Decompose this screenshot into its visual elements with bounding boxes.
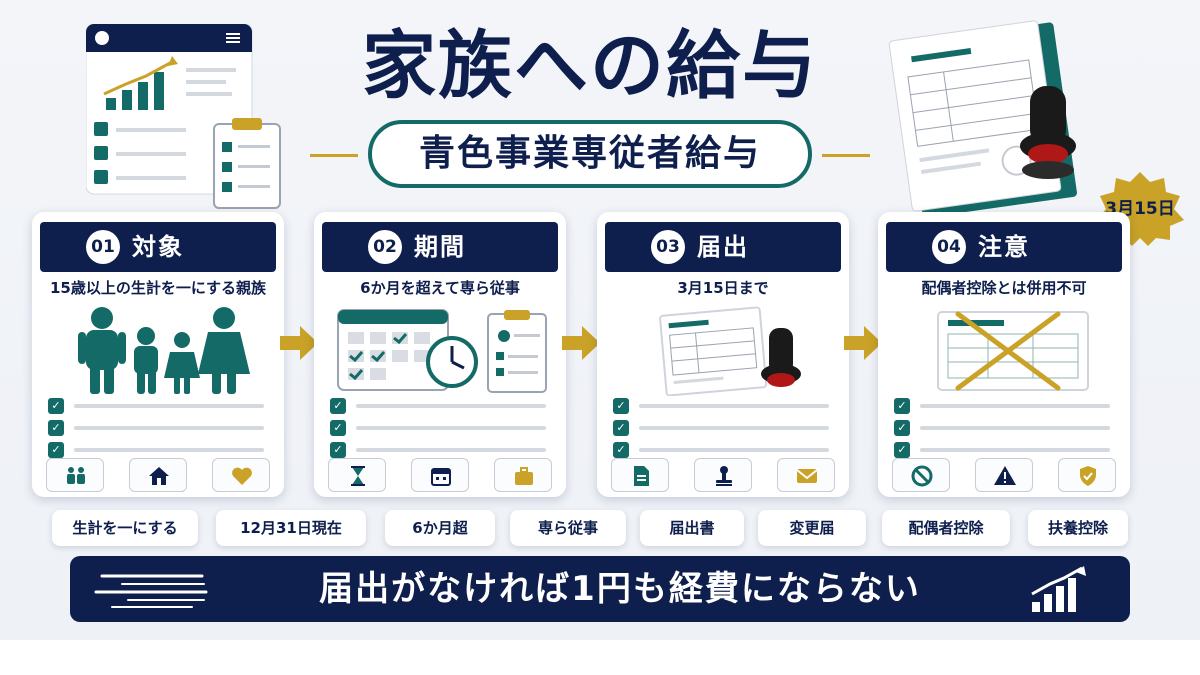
subtitle-pill: 青色事業専従者給与 (368, 120, 812, 188)
check-icon: ✓ (48, 398, 64, 414)
step-card-3: 03 届出 3月15日まで ✓ ✓ (597, 212, 849, 497)
checklist-line (356, 426, 546, 430)
step-header: 02 期間 (322, 222, 558, 272)
page-title: 家族への給与 (362, 23, 818, 109)
keyword-tag: 変更届 (758, 510, 866, 546)
checklist-line (639, 426, 829, 430)
checklist-line (74, 448, 264, 452)
checklist-line (920, 448, 1110, 452)
checklist-line (639, 404, 829, 408)
checklist-line (920, 404, 1110, 408)
calendar-clock-illustration (324, 304, 556, 396)
keyword-tag: 配偶者控除 (882, 510, 1010, 546)
briefcase-icon (494, 458, 552, 492)
infographic-canvas: 3月15日 家族への給与 青色事業専従者給与 01 対象 15歳以上の生計を一に… (0, 0, 1200, 640)
checklist: ✓ ✓ ✓ (894, 398, 1114, 460)
icon-row (611, 458, 835, 492)
keyword-tag: 6か月超 (385, 510, 495, 546)
keyword-tag: 専ら従事 (510, 510, 626, 546)
warning-banner: 届出がなければ1円も経費にならない (70, 556, 1130, 622)
checklist-line (74, 426, 264, 430)
flow-arrow-2 (560, 322, 602, 364)
calendar-icon (411, 458, 469, 492)
icon-row (328, 458, 552, 492)
checklist: ✓ ✓ ✓ (330, 398, 550, 460)
icon-row (46, 458, 270, 492)
crossed-form-illustration (888, 304, 1120, 396)
stamp-icon (694, 458, 752, 492)
keyword-tag: 扶養控除 (1028, 510, 1128, 546)
keyword-tag: 生計を一にする (52, 510, 198, 546)
step-description: 6か月を超えて専ら従事 (360, 279, 520, 297)
check-icon: ✓ (613, 420, 629, 436)
step-header: 03 届出 (605, 222, 841, 272)
keyword-tag: 届出書 (640, 510, 744, 546)
speed-lines-icon (92, 570, 212, 610)
step-label: 注意 (978, 233, 1030, 261)
check-icon: ✓ (330, 398, 346, 414)
check-icon: ✓ (894, 420, 910, 436)
step-card-2: 02 期間 6か月を超えて専ら従事 (314, 212, 566, 497)
step-number: 04 (932, 230, 966, 264)
check-icon: ✓ (894, 398, 910, 414)
icon-row (892, 458, 1116, 492)
envelope-icon (777, 458, 835, 492)
checklist: ✓ ✓ ✓ (48, 398, 268, 460)
flow-arrow-3 (842, 322, 884, 364)
step-description: 15歳以上の生計を一にする親族 (49, 279, 267, 297)
step-card-4: 04 注意 配偶者控除とは併用不可 ✓ ✓ ✓ (878, 212, 1130, 497)
growth-chart-icon (1028, 566, 1090, 614)
dashboard-illustration (85, 23, 286, 210)
checklist: ✓ ✓ ✓ (613, 398, 833, 460)
step-description: 3月15日まで (677, 279, 769, 297)
checklist-line (74, 404, 264, 408)
check-icon: ✓ (48, 420, 64, 436)
keyword-tag: 12月31日現在 (216, 510, 366, 546)
banner-message: 届出がなければ1円も経費にならない (319, 569, 921, 609)
step-label: 期間 (414, 233, 466, 261)
heart-icon (212, 458, 270, 492)
step-number: 03 (651, 230, 685, 264)
checklist-line (920, 426, 1110, 430)
check-icon: ✓ (330, 442, 346, 458)
step-number: 01 (86, 230, 120, 264)
warning-icon (975, 458, 1033, 492)
step-label: 対象 (132, 233, 184, 261)
checklist-line (356, 404, 546, 408)
step-label: 届出 (697, 233, 749, 261)
step-header: 04 注意 (886, 222, 1122, 272)
check-icon: ✓ (894, 442, 910, 458)
flow-arrow-1 (278, 322, 320, 364)
checklist-line (639, 448, 829, 452)
step-description: 配偶者控除とは併用不可 (921, 279, 1087, 297)
home-icon (129, 458, 187, 492)
check-icon: ✓ (613, 398, 629, 414)
subtitle-group: 青色事業専従者給与 (310, 120, 870, 190)
family-icon (46, 458, 104, 492)
check-icon: ✓ (48, 442, 64, 458)
family-illustration (42, 304, 274, 396)
hourglass-icon (328, 458, 386, 492)
step-header: 01 対象 (40, 222, 276, 272)
subtitle-divider-right (822, 154, 870, 157)
step-number: 02 (368, 230, 402, 264)
shield-check-icon (1058, 458, 1116, 492)
check-icon: ✓ (613, 442, 629, 458)
subtitle-divider-left (310, 154, 358, 157)
check-icon: ✓ (330, 420, 346, 436)
checklist-line (356, 448, 546, 452)
form-stamp-illustration (880, 20, 1080, 220)
prohibited-icon (892, 458, 950, 492)
step-card-1: 01 対象 15歳以上の生計を一にする親族 (32, 212, 284, 497)
form-stamp-illustration (607, 304, 839, 397)
document-icon (611, 458, 669, 492)
